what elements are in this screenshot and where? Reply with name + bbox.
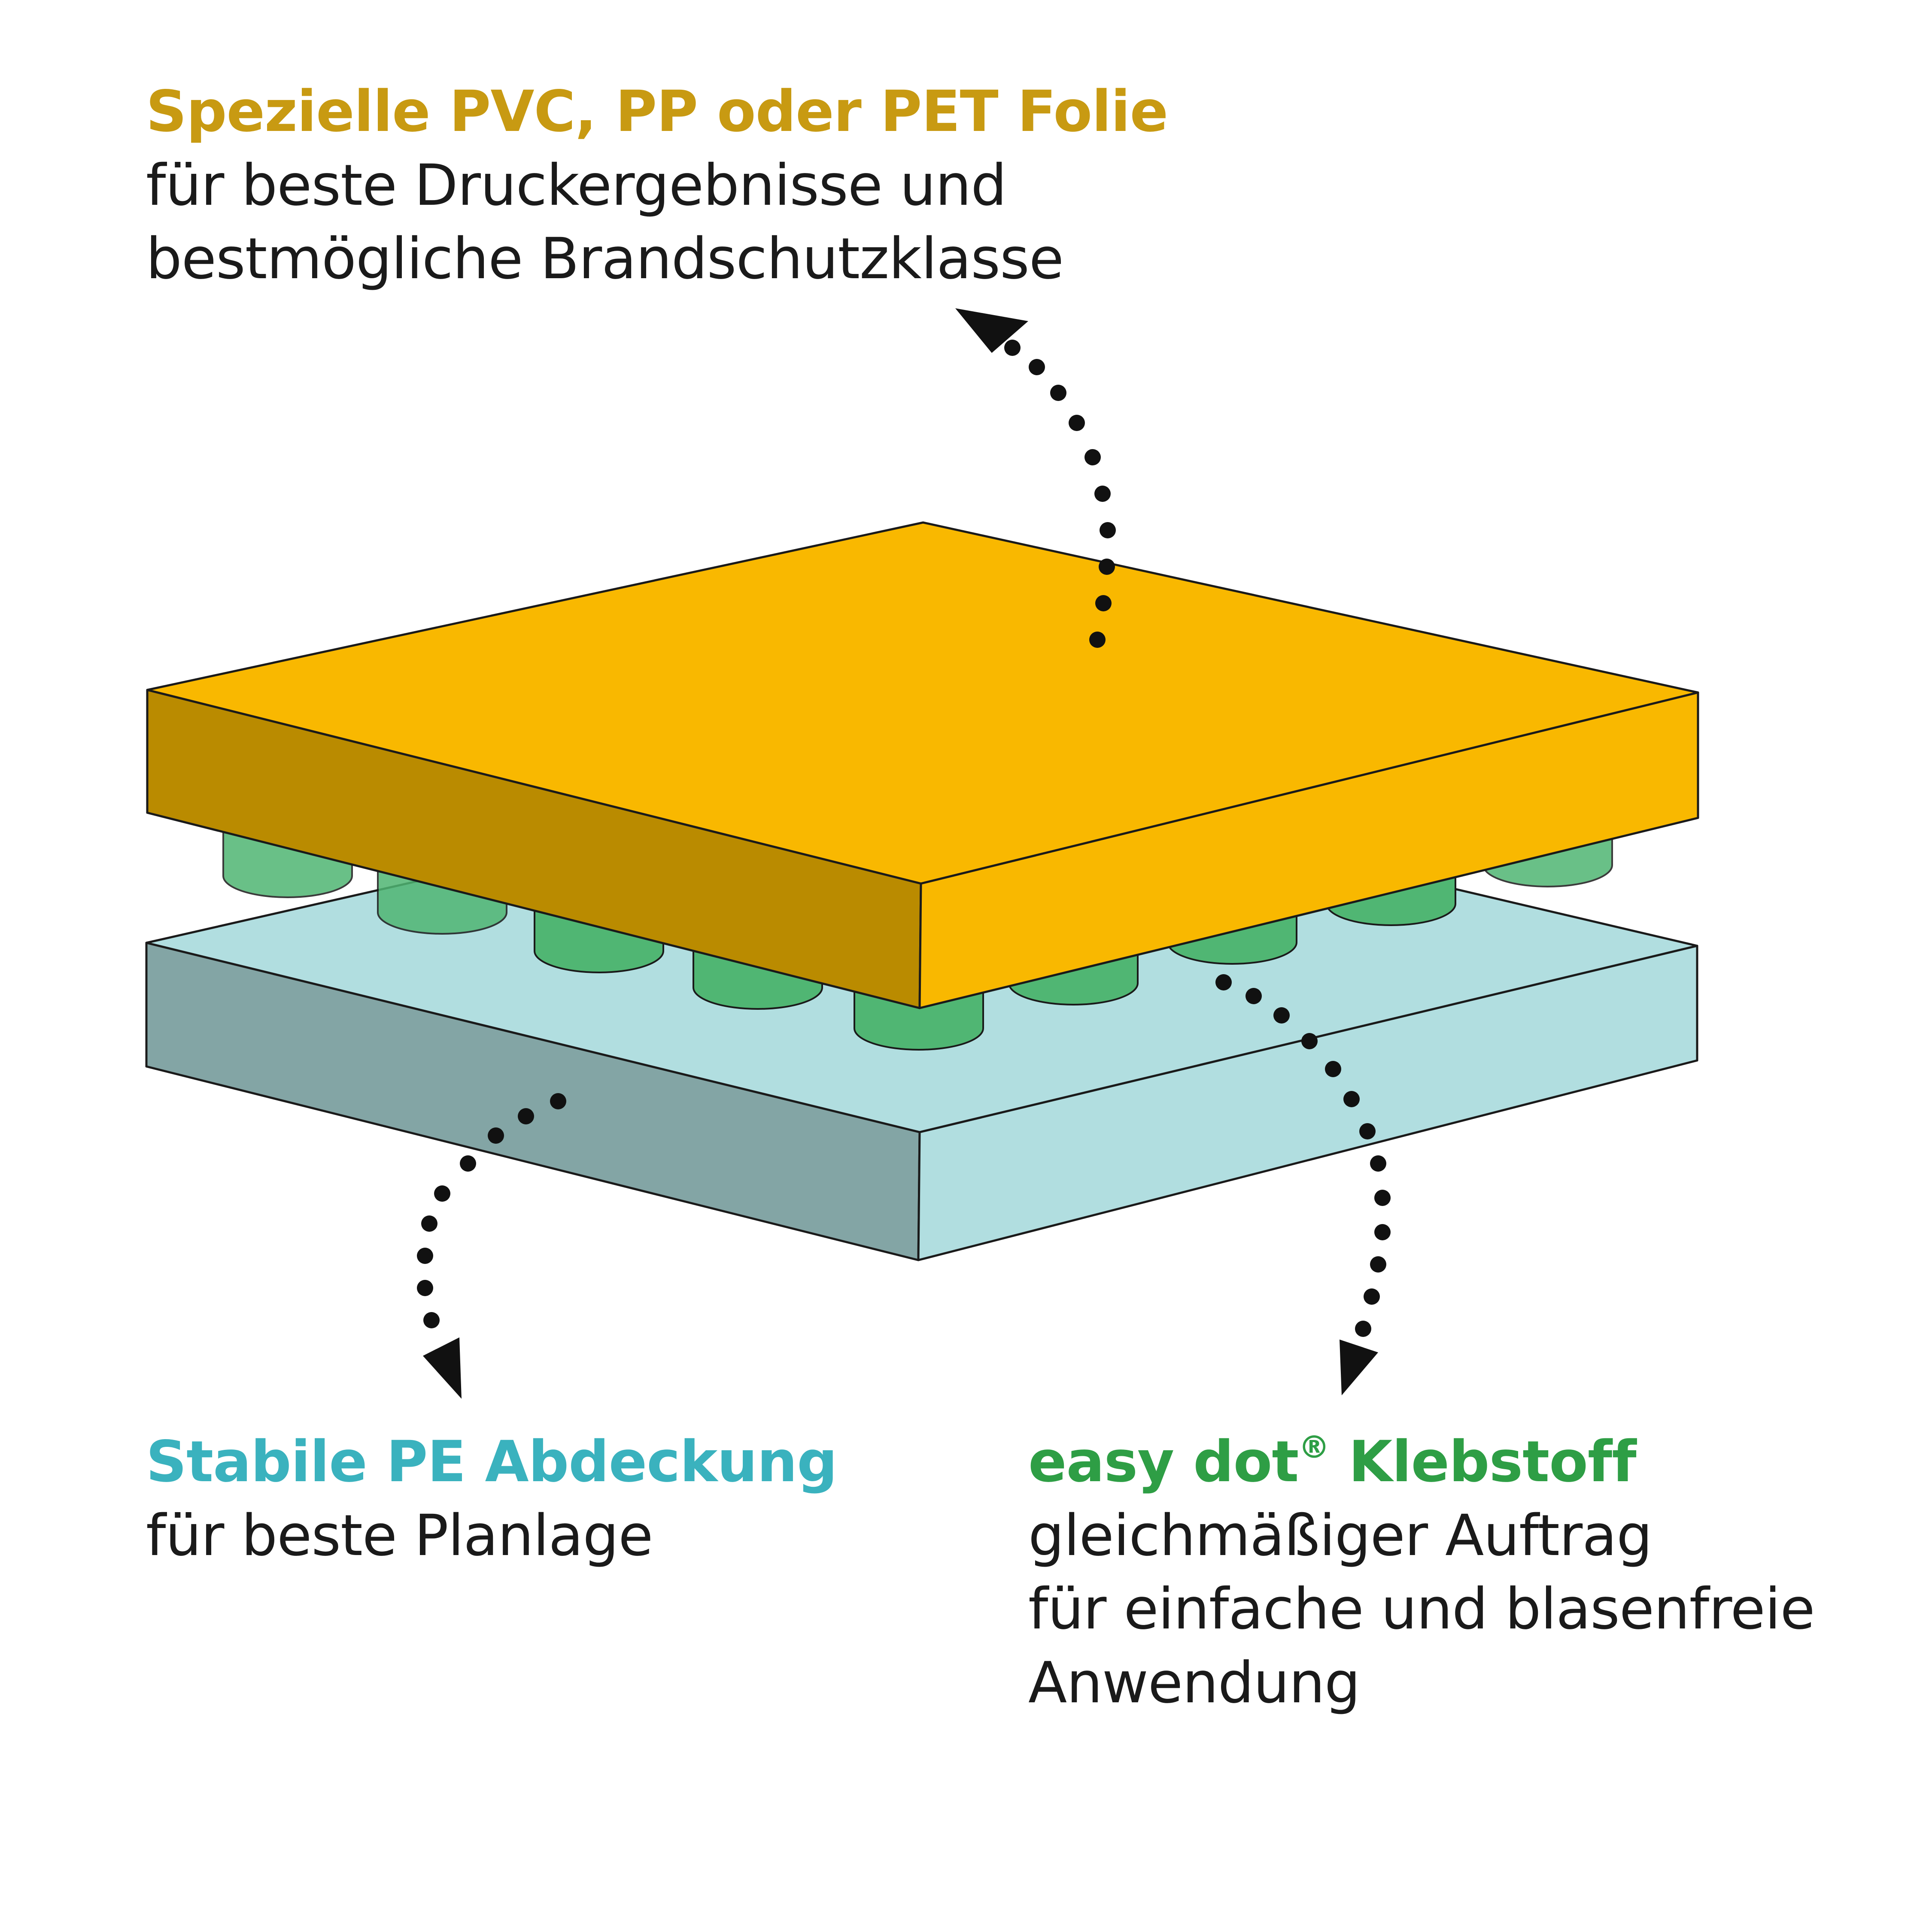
arrow-dot xyxy=(1084,449,1101,465)
arrow-dot xyxy=(1273,1007,1290,1024)
arrow-dot xyxy=(460,1155,476,1172)
arrow-dot xyxy=(1364,1288,1380,1305)
film-layer xyxy=(146,521,1699,1009)
dotted-arrow-icon xyxy=(1215,974,1391,1395)
arrow-to-adhesive-heading xyxy=(1215,974,1391,1337)
arrow-dot xyxy=(1004,340,1021,356)
arrow-dot xyxy=(421,1215,437,1232)
arrow-dot xyxy=(1069,415,1085,431)
arrow-dot xyxy=(417,1280,433,1296)
arrow-dot xyxy=(1029,359,1045,375)
arrow-dot xyxy=(417,1248,433,1264)
arrow-head-film xyxy=(955,308,1028,353)
arrow-dot xyxy=(1343,1091,1360,1107)
arrow-head-cover xyxy=(423,1337,462,1399)
film-heading: Spezielle PVC, PP oder PET Folie xyxy=(146,79,1168,145)
arrow-dot xyxy=(1094,486,1111,502)
arrow-to-cover-heading xyxy=(417,1093,566,1328)
adhesive-callout: easy dot® Klebstoff gleichmäßiger Auftra… xyxy=(1028,1425,1815,1720)
adhesive-line-1: gleichmäßiger Auftrag xyxy=(1028,1502,1653,1569)
arrow-dot xyxy=(518,1108,534,1124)
dotted-arrow-icon xyxy=(955,308,1116,648)
film-line-1: für beste Druckergebnisse und xyxy=(146,152,1007,219)
arrow-dot xyxy=(1325,1061,1341,1077)
registered-mark: ® xyxy=(1298,1429,1330,1466)
film-right-face xyxy=(918,691,1699,1009)
adhesive-heading-tail: Klebstoff xyxy=(1329,1429,1637,1495)
arrow-dot xyxy=(423,1312,440,1328)
adhesive-line-3: Anwendung xyxy=(1028,1649,1361,1716)
film-line-2: bestmögliche Brandschutzklasse xyxy=(146,226,1064,292)
arrow-dot xyxy=(1095,595,1112,611)
dotted-arrow-icon xyxy=(417,1093,566,1399)
cover-heading: Stabile PE Abdeckung xyxy=(146,1429,838,1495)
arrow-dot xyxy=(1089,632,1106,648)
arrow-dot xyxy=(1374,1190,1391,1206)
cover-callout: Stabile PE Abdeckung für beste Planlage xyxy=(146,1425,838,1573)
arrow-dot xyxy=(1100,522,1116,538)
arrow-dot xyxy=(550,1093,566,1109)
adhesive-heading-main: easy dot xyxy=(1028,1429,1299,1495)
pe-cover-right-face xyxy=(917,945,1698,1261)
arrow-dot xyxy=(1370,1155,1386,1172)
arrow-dot xyxy=(1099,559,1115,575)
film-callout: Spezielle PVC, PP oder PET Folie für bes… xyxy=(146,75,1168,296)
arrow-dot xyxy=(1355,1321,1371,1337)
arrow-dot xyxy=(1370,1256,1386,1273)
arrow-to-film-heading xyxy=(1004,340,1116,648)
arrow-dot xyxy=(1301,1033,1318,1049)
arrow-dot xyxy=(1215,974,1232,990)
arrow-dot xyxy=(434,1185,450,1202)
arrow-dot xyxy=(488,1127,504,1144)
adhesive-line-2: für einfache und blasenfreie xyxy=(1028,1576,1815,1643)
cover-line-1: für beste Planlage xyxy=(146,1502,653,1569)
adhesive-heading: easy dot® Klebstoff xyxy=(1028,1425,1815,1499)
arrow-dot xyxy=(1050,385,1066,401)
arrow-dot xyxy=(1359,1123,1376,1139)
arrow-head-adhesive xyxy=(1340,1340,1378,1395)
arrow-dot xyxy=(1374,1224,1391,1240)
arrow-dot xyxy=(1245,988,1262,1004)
